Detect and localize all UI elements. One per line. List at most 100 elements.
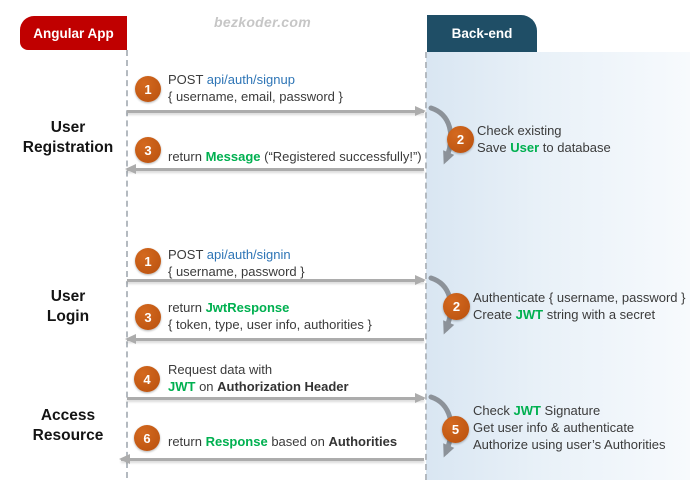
- text-segment: string with a secret: [543, 307, 656, 322]
- text-segment: POST: [168, 247, 207, 262]
- note-line: Save User to database: [477, 139, 611, 156]
- text-segment: { token, type, user info, authorities }: [168, 317, 372, 332]
- step-badge: 5: [442, 416, 469, 443]
- section-user-login: User Login: [6, 287, 130, 327]
- message-line: Request data with: [168, 361, 349, 378]
- backend-note-login: Authenticate { username, password } Crea…: [473, 289, 685, 323]
- note-line: Authenticate { username, password }: [473, 289, 685, 306]
- keyword-jwt: JWT: [168, 379, 196, 394]
- keyword-authorization-header: Authorization Header: [217, 379, 349, 394]
- text-segment: based on: [267, 434, 329, 449]
- step-number: 4: [143, 371, 151, 387]
- text-segment: Authenticate { username, password }: [473, 290, 686, 305]
- section-label-line: User: [50, 288, 86, 305]
- text-segment: return: [168, 149, 206, 164]
- message-line: POST api/auth/signin: [168, 246, 305, 263]
- step-number: 3: [144, 309, 152, 325]
- text-segment: Signature: [540, 403, 601, 418]
- message-line: { username, email, password }: [168, 88, 343, 105]
- backend-process-curve-arrow-icon: [428, 105, 455, 165]
- keyword-message: Message: [205, 149, 261, 164]
- keyword-jwt: JWT: [513, 403, 541, 418]
- step-badge: 2: [443, 293, 470, 320]
- message-line: return Response based on Authorities: [168, 433, 397, 450]
- step-badge: 1: [135, 76, 161, 102]
- text-segment: to database: [539, 140, 611, 155]
- message-line: { username, password }: [168, 263, 305, 280]
- keyword-user: User: [510, 140, 540, 155]
- message-line: JWT on Authorization Header: [168, 378, 349, 395]
- text-segment: Check: [473, 403, 514, 418]
- keyword-authorities: Authorities: [328, 434, 398, 449]
- text-segment: Check existing: [477, 123, 562, 138]
- section-user-registration: User Registration: [6, 118, 130, 158]
- actor-angular-app: Angular App: [20, 16, 127, 50]
- section-label-line: Login: [46, 308, 90, 325]
- backend-lifeline: [425, 52, 427, 480]
- request-arrow-signin: [127, 275, 426, 285]
- step-badge: 2: [447, 126, 474, 153]
- step-number: 2: [456, 132, 465, 147]
- angular-lifeline: [126, 50, 128, 478]
- message-signin-request: POST api/auth/signin { username, passwor…: [168, 246, 305, 280]
- section-label-line: Access: [40, 407, 96, 424]
- message-line: { token, type, user info, authorities }: [168, 316, 372, 333]
- response-arrow-signin: [125, 334, 424, 344]
- step-number: 2: [452, 299, 461, 314]
- step-badge: 3: [135, 304, 161, 330]
- note-line: Get user info & authenticate: [473, 419, 665, 436]
- text-segment: on: [195, 379, 218, 394]
- backend-activation-panel: [426, 52, 690, 480]
- message-signup-response: return Message (“Registered successfully…: [168, 148, 422, 165]
- message-line: return JwtResponse: [168, 299, 372, 316]
- keyword-jwtresponse: JwtResponse: [205, 300, 290, 315]
- response-arrow-resource: [119, 454, 424, 464]
- step-number: 5: [451, 422, 460, 437]
- step-badge: 6: [134, 425, 160, 451]
- step-number: 6: [143, 430, 151, 446]
- step-number: 1: [144, 81, 152, 97]
- keyword-jwt: JWT: [515, 307, 544, 322]
- keyword-response: Response: [205, 434, 268, 449]
- request-arrow-resource: [127, 393, 426, 403]
- text-segment: { username, password }: [168, 264, 305, 279]
- text-segment: Authorize using user’s Authorities: [473, 437, 666, 452]
- step-badge: 3: [135, 137, 161, 163]
- backend-note-registration: Check existing Save User to database: [477, 122, 611, 156]
- endpoint-link-text: api/auth/signin: [206, 247, 291, 262]
- actor-backend: Back-end: [427, 15, 537, 52]
- actor-backend-label: Back-end: [451, 26, 513, 41]
- text-segment: Get user info & authenticate: [473, 420, 635, 435]
- section-label-line: Registration: [22, 139, 114, 156]
- text-segment: return: [168, 434, 206, 449]
- message-resource-request: Request data with JWT on Authorization H…: [168, 361, 349, 395]
- text-segment: { username, email, password }: [168, 89, 343, 104]
- step-number: 3: [144, 142, 152, 158]
- note-line: Check existing: [477, 122, 611, 139]
- step-badge: 1: [135, 248, 161, 274]
- note-line: Create JWT string with a secret: [473, 306, 685, 323]
- note-line: Authorize using user’s Authorities: [473, 436, 665, 453]
- message-line: POST api/auth/signup: [168, 71, 343, 88]
- message-signup-request: POST api/auth/signup { username, email, …: [168, 71, 343, 105]
- endpoint-link-text: api/auth/signup: [206, 72, 295, 87]
- response-arrow-signup: [125, 164, 424, 174]
- note-line: Check JWT Signature: [473, 402, 665, 419]
- text-segment: return: [168, 300, 206, 315]
- watermark: bezkoder.com: [214, 14, 311, 30]
- text-segment: (“Registered successfully!”): [260, 149, 422, 164]
- request-arrow-signup: [127, 106, 426, 116]
- text-segment: Request data with: [168, 362, 273, 377]
- actor-angular-label: Angular App: [33, 25, 114, 41]
- step-number: 1: [144, 253, 152, 269]
- message-signin-response: return JwtResponse { token, type, user i…: [168, 299, 372, 333]
- text-segment: Save: [477, 140, 511, 155]
- text-segment: Create: [473, 307, 516, 322]
- section-label-line: Resource: [32, 427, 104, 444]
- section-access-resource: Access Resource: [6, 406, 130, 446]
- backend-note-access: Check JWT Signature Get user info & auth…: [473, 402, 665, 453]
- section-label-line: User: [50, 119, 86, 136]
- message-resource-response: return Response based on Authorities: [168, 433, 397, 450]
- text-segment: POST: [168, 72, 207, 87]
